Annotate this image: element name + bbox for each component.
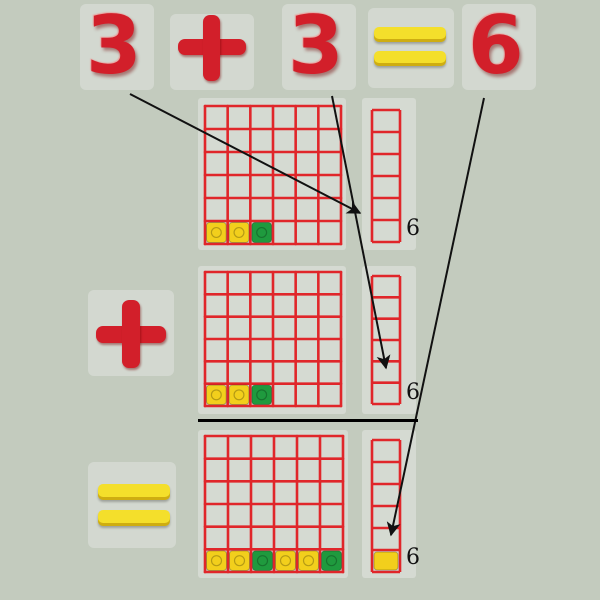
row-1-block-yellow (206, 222, 227, 243)
equation-equals-bottom-bar (374, 51, 446, 66)
equation-plus-vertical (203, 15, 220, 81)
row-3-block-stud (256, 555, 269, 567)
arrow-addend-1-to-row-1-strip (129, 93, 362, 214)
row-3-block-green (321, 550, 342, 571)
row-1-block-green (251, 222, 272, 243)
row-1-block-yellow (228, 222, 250, 243)
arrow-sum-to-row-3-strip (386, 97, 485, 537)
row-2-strip-label: 6 (406, 380, 420, 405)
row-3-block-stud (233, 555, 246, 567)
row-3-operator-card (88, 462, 176, 548)
row-2-block-green (251, 384, 272, 405)
equation-addend-2-card (282, 4, 356, 90)
row-1-block-stud (233, 226, 245, 239)
row-3-block-stud (279, 555, 292, 567)
row-3-block-stud (325, 555, 338, 567)
equation-sum-card (462, 4, 536, 90)
row-3-equals-top-bar (98, 484, 170, 500)
equation-equals-card (368, 8, 454, 88)
equation-sum: 6 (468, 0, 524, 92)
row-2-block-yellow (228, 384, 250, 405)
row-1-block-stud (210, 226, 222, 239)
equation-equals-top-bar (374, 27, 446, 42)
arrow-addend-2-to-row-2-strip (331, 95, 391, 370)
row-2-block-yellow (206, 384, 227, 405)
row-3-strip-block (373, 551, 399, 571)
equation-addend-2: 3 (288, 0, 344, 92)
equation-addend-1: 3 (86, 0, 142, 92)
row-1-block-stud (256, 226, 268, 239)
row-3-block-yellow (275, 550, 296, 571)
equation-addend-1-card (80, 4, 154, 90)
row-3-strip-label: 6 (406, 545, 420, 570)
row-3-equals-bottom-bar (98, 510, 170, 526)
row-2-block-stud (210, 389, 222, 401)
row-3-block-yellow (206, 550, 227, 571)
row-3-block-stud (210, 555, 223, 567)
row-1-strip-label: 6 (406, 216, 420, 241)
row-3-block-yellow (229, 550, 250, 571)
row-2-block-stud (233, 389, 245, 401)
row-3-block-stud (302, 555, 315, 567)
row-2-plus-vertical (122, 300, 140, 368)
row-3-block-green (252, 550, 273, 571)
sum-divider-line (198, 419, 418, 422)
row-3-block-yellow (298, 550, 319, 571)
row-2-block-stud (256, 389, 268, 401)
